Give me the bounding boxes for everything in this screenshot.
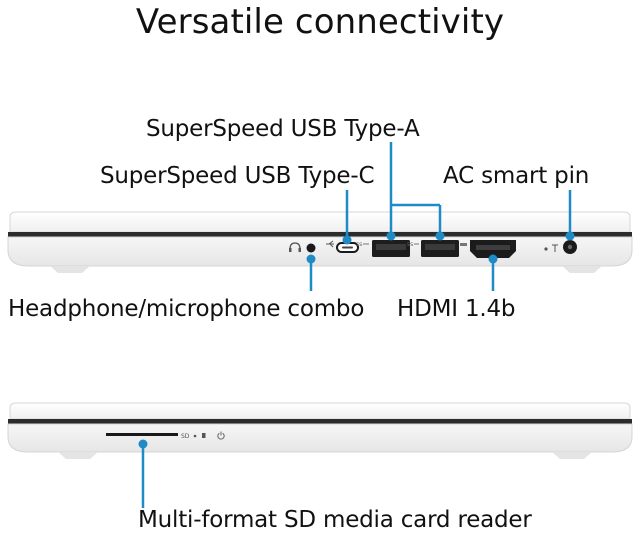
laptop-right-side-view: ss ss [7,211,633,273]
label-usb-a: SuperSpeed USB Type-A [146,116,420,142]
usb-ss-icon: ss [407,241,419,248]
hdmi-icon [460,243,467,246]
label-usb-c: SuperSpeed USB Type-C [100,163,375,189]
sd-card-slot [106,433,178,436]
callout-headphone [306,254,316,291]
sd-card-icon: SD [181,433,190,440]
laptop-left-side-view: SD [7,402,633,459]
power-icon [217,431,225,440]
usb-symbol-icon [326,240,334,248]
laptop-seam [8,232,632,237]
headphone-icon [289,242,301,252]
laptop-base [7,423,633,453]
svg-text:ss: ss [356,241,362,248]
label-sd-reader: Multi-format SD media card reader [138,507,532,533]
callout-hdmi [488,254,498,291]
callout-usb-a [386,142,445,241]
page-title: Versatile connectivity [135,2,505,42]
callout-usb-c [342,190,352,245]
svg-text:ss: ss [407,241,413,248]
laptop-foot-left [58,452,98,459]
laptop-lid [9,211,631,233]
power-led-icon [544,247,548,251]
ac-pin-icon [552,244,558,252]
label-ac-smart-pin: AC smart pin [443,163,590,189]
laptop-foot-left [50,266,90,273]
headphone-jack [306,243,316,253]
usb-ss-icon: ss [356,241,369,248]
laptop-base [7,236,633,267]
laptop-seam [8,419,632,424]
label-headphone-combo: Headphone/microphone combo [8,296,365,322]
laptop-foot-right [562,266,602,273]
laptop-lid [9,402,631,420]
sd-led-icon [193,434,197,438]
callout-sd-reader [138,439,148,508]
laptop-foot-right [552,452,592,459]
callout-ac-pin [565,190,575,241]
label-hdmi: HDMI 1.4b [397,296,516,322]
drive-activity-icon [202,433,206,438]
